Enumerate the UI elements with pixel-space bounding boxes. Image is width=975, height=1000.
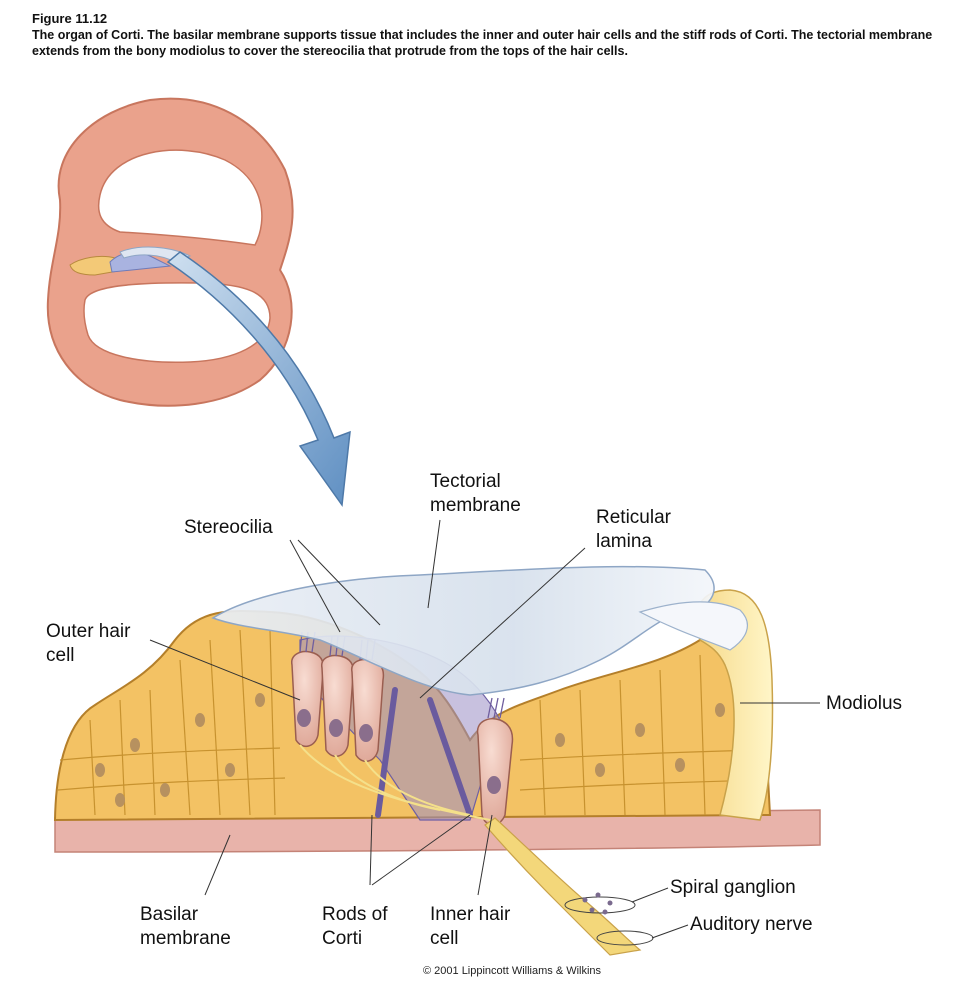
label-reticular-lamina: Reticular lamina [596, 506, 671, 554]
leader-tectorial [427, 519, 441, 609]
zoom-arrow [166, 251, 351, 508]
leader-reticular [419, 547, 586, 699]
label-spiral-ganglion: Spiral ganglion [670, 877, 796, 898]
spiral-ganglion-ring [564, 896, 636, 914]
auditory-nerve-bundle [484, 817, 642, 956]
cochlea-cross-section [46, 97, 294, 407]
basilar-membrane [54, 809, 821, 853]
figure-caption: The organ of Corti. The basilar membrane… [32, 28, 933, 58]
outer-hair-cells [291, 650, 385, 762]
leader-spiral-ganglion [631, 887, 669, 903]
leader-outer-hair-cell [149, 639, 301, 701]
label-reticular-line1: Reticular [596, 507, 671, 528]
label-tectorial-line2: membrane [430, 495, 521, 516]
leader-stereocilia-2 [297, 539, 381, 626]
leader-basilar [204, 834, 231, 896]
leader-lines [149, 519, 820, 939]
copyright-notice: © 2001 Lippincott Williams & Wilkins [423, 965, 602, 977]
label-rods-line2: Corti [322, 928, 363, 949]
leader-rods-2 [371, 814, 471, 886]
label-modiolus: Modiolus [826, 693, 903, 714]
label-rods-line1: Rods of [322, 904, 388, 925]
label-auditory-nerve: Auditory nerve [690, 914, 813, 935]
ganglion-cells [582, 892, 613, 915]
label-outer-hair-line2: cell [46, 645, 75, 666]
leader-inner-hair-cell [477, 814, 493, 896]
label-inner-hair-cell: Inner hair cell [430, 903, 510, 951]
leader-stereocilia-1 [289, 539, 341, 633]
label-tectorial-line1: Tectorial [430, 471, 501, 492]
leader-auditory-nerve [651, 924, 689, 939]
label-stereocilia: Stereocilia [184, 517, 273, 538]
tectorial-fold [638, 601, 748, 651]
label-basilar-line2: membrane [140, 928, 231, 949]
tissue-cells [57, 629, 766, 816]
label-tectorial-membrane: Tectorial membrane [430, 470, 521, 518]
nerve-fibers [299, 744, 501, 823]
label-inner-hair-line2: cell [430, 928, 459, 949]
scala-vestibuli [97, 149, 263, 246]
label-outer-hair-cell: Outer hair cell [46, 620, 130, 668]
label-outer-hair-line1: Outer hair [46, 621, 131, 642]
figure-number: Figure 11.12 [32, 11, 108, 26]
label-inner-hair-line1: Inner hair [430, 904, 511, 925]
label-reticular-line2: lamina [596, 531, 652, 552]
label-rods-of-corti: Rods of Corti [322, 903, 387, 951]
label-basilar-line1: Basilar [140, 904, 199, 925]
figure-header: Figure 11.12 The organ of Corti. The bas… [32, 10, 937, 59]
leader-rods-1 [369, 814, 373, 886]
modiolus [695, 589, 774, 821]
label-basilar-membrane: Basilar membrane [140, 903, 231, 951]
cell-nuclei [95, 693, 725, 807]
